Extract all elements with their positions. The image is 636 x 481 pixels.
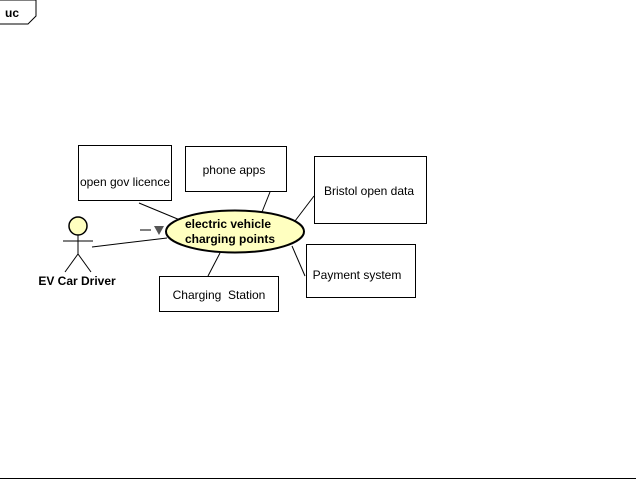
box-payment-system[interactable]: Payment system — [306, 244, 416, 298]
box-open-gov-licence[interactable]: open gov licence — [78, 145, 172, 201]
use-case-label-line1: electric vehicle — [185, 217, 271, 231]
use-case-label-line2: charging points — [185, 232, 275, 246]
box-phone-apps-label: phone apps — [203, 163, 266, 177]
actor-ev-car-driver[interactable]: EV Car Driver — [38, 216, 116, 288]
connector-open-gov — [138, 202, 181, 221]
box-charging-station-label: Charging Station — [173, 288, 266, 302]
use-case-ev-charging-points[interactable]: electric vehicle charging points — [165, 209, 305, 254]
frame-tag-label: uc — [5, 6, 19, 20]
box-phone-apps[interactable]: phone apps — [185, 146, 287, 192]
actor-label: EV Car Driver — [38, 274, 116, 288]
actor-stick-figure-icon — [63, 216, 93, 273]
box-bristol-open-data-label: Bristol open data — [324, 184, 414, 198]
box-payment-system-label: Payment system — [313, 268, 402, 282]
box-bristol-open-data[interactable]: Bristol open data — [314, 156, 427, 224]
association-direction-marker — [140, 226, 164, 235]
box-open-gov-licence-label: open gov licence — [80, 175, 170, 189]
box-charging-station[interactable]: Charging Station — [159, 276, 279, 312]
connector-phone-apps — [261, 191, 271, 213]
connector-charging-station — [207, 252, 221, 277]
connector-actor — [91, 237, 168, 248]
connector-payment — [291, 245, 306, 277]
frame-tag: uc — [0, 0, 37, 25]
connector-bristol-data — [294, 195, 315, 222]
